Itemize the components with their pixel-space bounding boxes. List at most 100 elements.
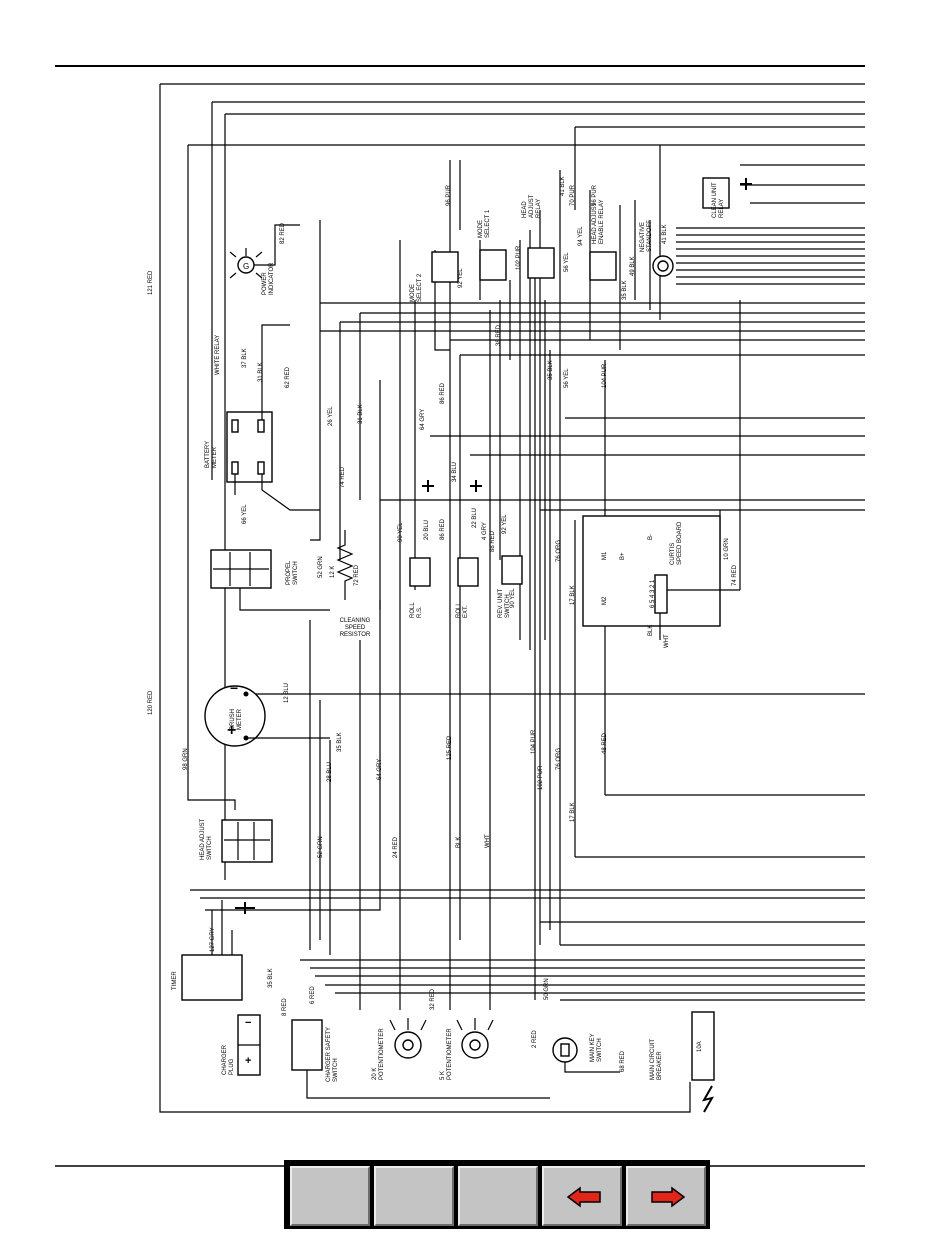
wire-31-blk-a: 31 BLK bbox=[258, 362, 264, 382]
wire-28-blu: 28 BLU bbox=[327, 761, 333, 782]
wire-66-yel: 66 YEL bbox=[242, 504, 248, 524]
label-brush-plus: + bbox=[227, 722, 237, 739]
wire-8-red: 8 RED bbox=[282, 998, 288, 1016]
wire-76-org-b: 76 ORG bbox=[556, 747, 562, 770]
label-m1: M1 bbox=[602, 551, 608, 560]
wire-92-yel-a: 92 YEL bbox=[502, 514, 508, 534]
wire-52-grn-a: 52 GRN bbox=[318, 556, 324, 578]
wire-35-blk-c: 35 BLK bbox=[548, 360, 554, 380]
vertical-wires bbox=[187, 145, 741, 1010]
clean-unit-relay bbox=[702, 177, 752, 209]
wire-31-blk-b: 31 BLK bbox=[358, 404, 364, 424]
wire-41-blk-a: 41 BLK bbox=[560, 176, 566, 196]
main-circuit-breaker bbox=[691, 1011, 715, 1113]
diode-icon bbox=[235, 902, 255, 914]
label-mode-select-1: MODE SELECT 1 bbox=[478, 209, 491, 238]
label-m2: M2 bbox=[602, 596, 608, 605]
label-roll-rs: ROLL R.S. bbox=[410, 602, 423, 618]
roll-rs-switch bbox=[409, 557, 431, 587]
label-curtis-pins: 6 5 4 3 2 1 bbox=[650, 579, 656, 608]
wire-90-yel-b: 90 YEL bbox=[510, 588, 516, 608]
propel-switch bbox=[210, 549, 330, 611]
wire-12-blu: 12 BLU bbox=[284, 682, 290, 703]
wire-22-blu: 22 BLU bbox=[472, 507, 478, 528]
label-5k-pot: 5 K POTENTIOMETER bbox=[440, 1028, 453, 1080]
wire-64-gry-a: 64 GRY bbox=[377, 758, 383, 780]
wire-6-red: 6 RED bbox=[310, 986, 316, 1004]
timer-wires bbox=[211, 900, 233, 955]
label-wht: WHT bbox=[664, 634, 670, 648]
label-charger-minus: − bbox=[245, 1017, 252, 1029]
label-brush-minus: − bbox=[230, 680, 239, 696]
wire-125-red: 125 RED bbox=[447, 735, 453, 760]
label-negative-standoff: NEGATIVE STANDOFF bbox=[640, 220, 653, 252]
potentiometer-20k bbox=[389, 1018, 427, 1059]
wire-76-org-a: 76 ORG bbox=[556, 539, 562, 562]
main-key-switch bbox=[552, 1037, 620, 1073]
label-10a: 10A bbox=[697, 1041, 703, 1052]
wire-102-pur-a: 102 PUR bbox=[538, 765, 544, 790]
label-mode-select-2: MODE SELECT 2 bbox=[410, 273, 423, 302]
label-12k: 12 K bbox=[330, 565, 336, 578]
wire-86-red-b: 86 RED bbox=[440, 382, 446, 404]
previous-page-button[interactable] bbox=[542, 1166, 622, 1226]
battery-meter bbox=[226, 324, 320, 511]
label-curtis-board: CURTIS SPEED BOARD bbox=[670, 521, 683, 565]
diode-icon bbox=[740, 178, 752, 190]
wire-90-yel-a: 90 YEL bbox=[398, 522, 404, 542]
wire-104-pur-a: 104 PUR bbox=[531, 729, 537, 754]
label-bplus: B+ bbox=[620, 552, 626, 560]
nav-button-1[interactable] bbox=[290, 1166, 370, 1226]
arrow-right-icon bbox=[651, 1186, 686, 1208]
roll-ext-switch bbox=[457, 557, 479, 587]
label-120-red: 120 RED bbox=[148, 690, 154, 715]
mode-select-1-relay bbox=[479, 249, 507, 281]
wire-102-pur-b: 102 PUR bbox=[516, 245, 522, 270]
label-charger-plus: + bbox=[245, 1055, 252, 1067]
wire-88-red: 88 RED bbox=[490, 530, 496, 552]
wire-wht: WHT bbox=[485, 834, 491, 848]
label-propel-switch: PROPEL SWITCH bbox=[286, 560, 299, 585]
wire-38-red: 38 RED bbox=[496, 324, 502, 346]
charger-safety-switch bbox=[291, 1019, 550, 1099]
nav-button-3[interactable] bbox=[458, 1166, 538, 1226]
wire-35-blk-a: 35 BLK bbox=[337, 732, 343, 752]
head-adjust-relay bbox=[527, 247, 555, 279]
wire-56-yel-b: 56 YEL bbox=[564, 368, 570, 388]
lightning-icon bbox=[701, 1085, 715, 1113]
wire-104-pur-b: 104 PUR bbox=[602, 363, 608, 388]
negative-standoff bbox=[652, 255, 674, 277]
bus-wires bbox=[188, 101, 865, 1001]
wire-34-blu: 34 BLU bbox=[452, 461, 458, 482]
navigation-bar bbox=[284, 1160, 710, 1229]
nav-button-2[interactable] bbox=[374, 1166, 454, 1226]
wire-17-blk-a: 17 BLK bbox=[570, 585, 576, 605]
wire-86-red-a: 86 RED bbox=[440, 518, 446, 540]
wire-82-red: 82 RED bbox=[280, 222, 286, 244]
label-121-red: 121 RED bbox=[148, 270, 154, 295]
power-indicator: G bbox=[229, 224, 300, 279]
timer bbox=[181, 954, 243, 1001]
wire-50-grn: 50 GRN bbox=[544, 978, 550, 1000]
label-head-adjust-relay: HEAD ADJUST RELAY bbox=[522, 194, 542, 218]
label-main-breaker: MAIN CIRCUIT BREAKER bbox=[650, 1039, 663, 1080]
wire-49-blk: 49 BLK bbox=[630, 256, 636, 276]
wire-26-yel: 26 YEL bbox=[328, 406, 334, 426]
wire-blk: BLK bbox=[456, 836, 462, 848]
wire-32-red: 32 RED bbox=[430, 988, 436, 1010]
wire-20-blu: 20 BLU bbox=[424, 519, 430, 540]
wire-64-gry-b: 64 GRY bbox=[420, 408, 426, 430]
wire-56-yel-a: 56 YEL bbox=[564, 252, 570, 272]
wire-72-red: 72 RED bbox=[354, 564, 360, 586]
next-page-button[interactable] bbox=[626, 1166, 706, 1226]
label-clean-unit-relay: CLEAN UNIT RELAY bbox=[712, 182, 725, 218]
label-roll-ext: ROLL EXT. bbox=[456, 602, 469, 618]
wire-10-grn: 10 GRN bbox=[724, 538, 730, 560]
rev-unit-switch bbox=[501, 555, 523, 585]
wire-62-red: 62 RED bbox=[285, 366, 291, 388]
charger-plug bbox=[237, 1014, 261, 1076]
wire-96-pur-b: 96 PUR bbox=[592, 184, 598, 206]
